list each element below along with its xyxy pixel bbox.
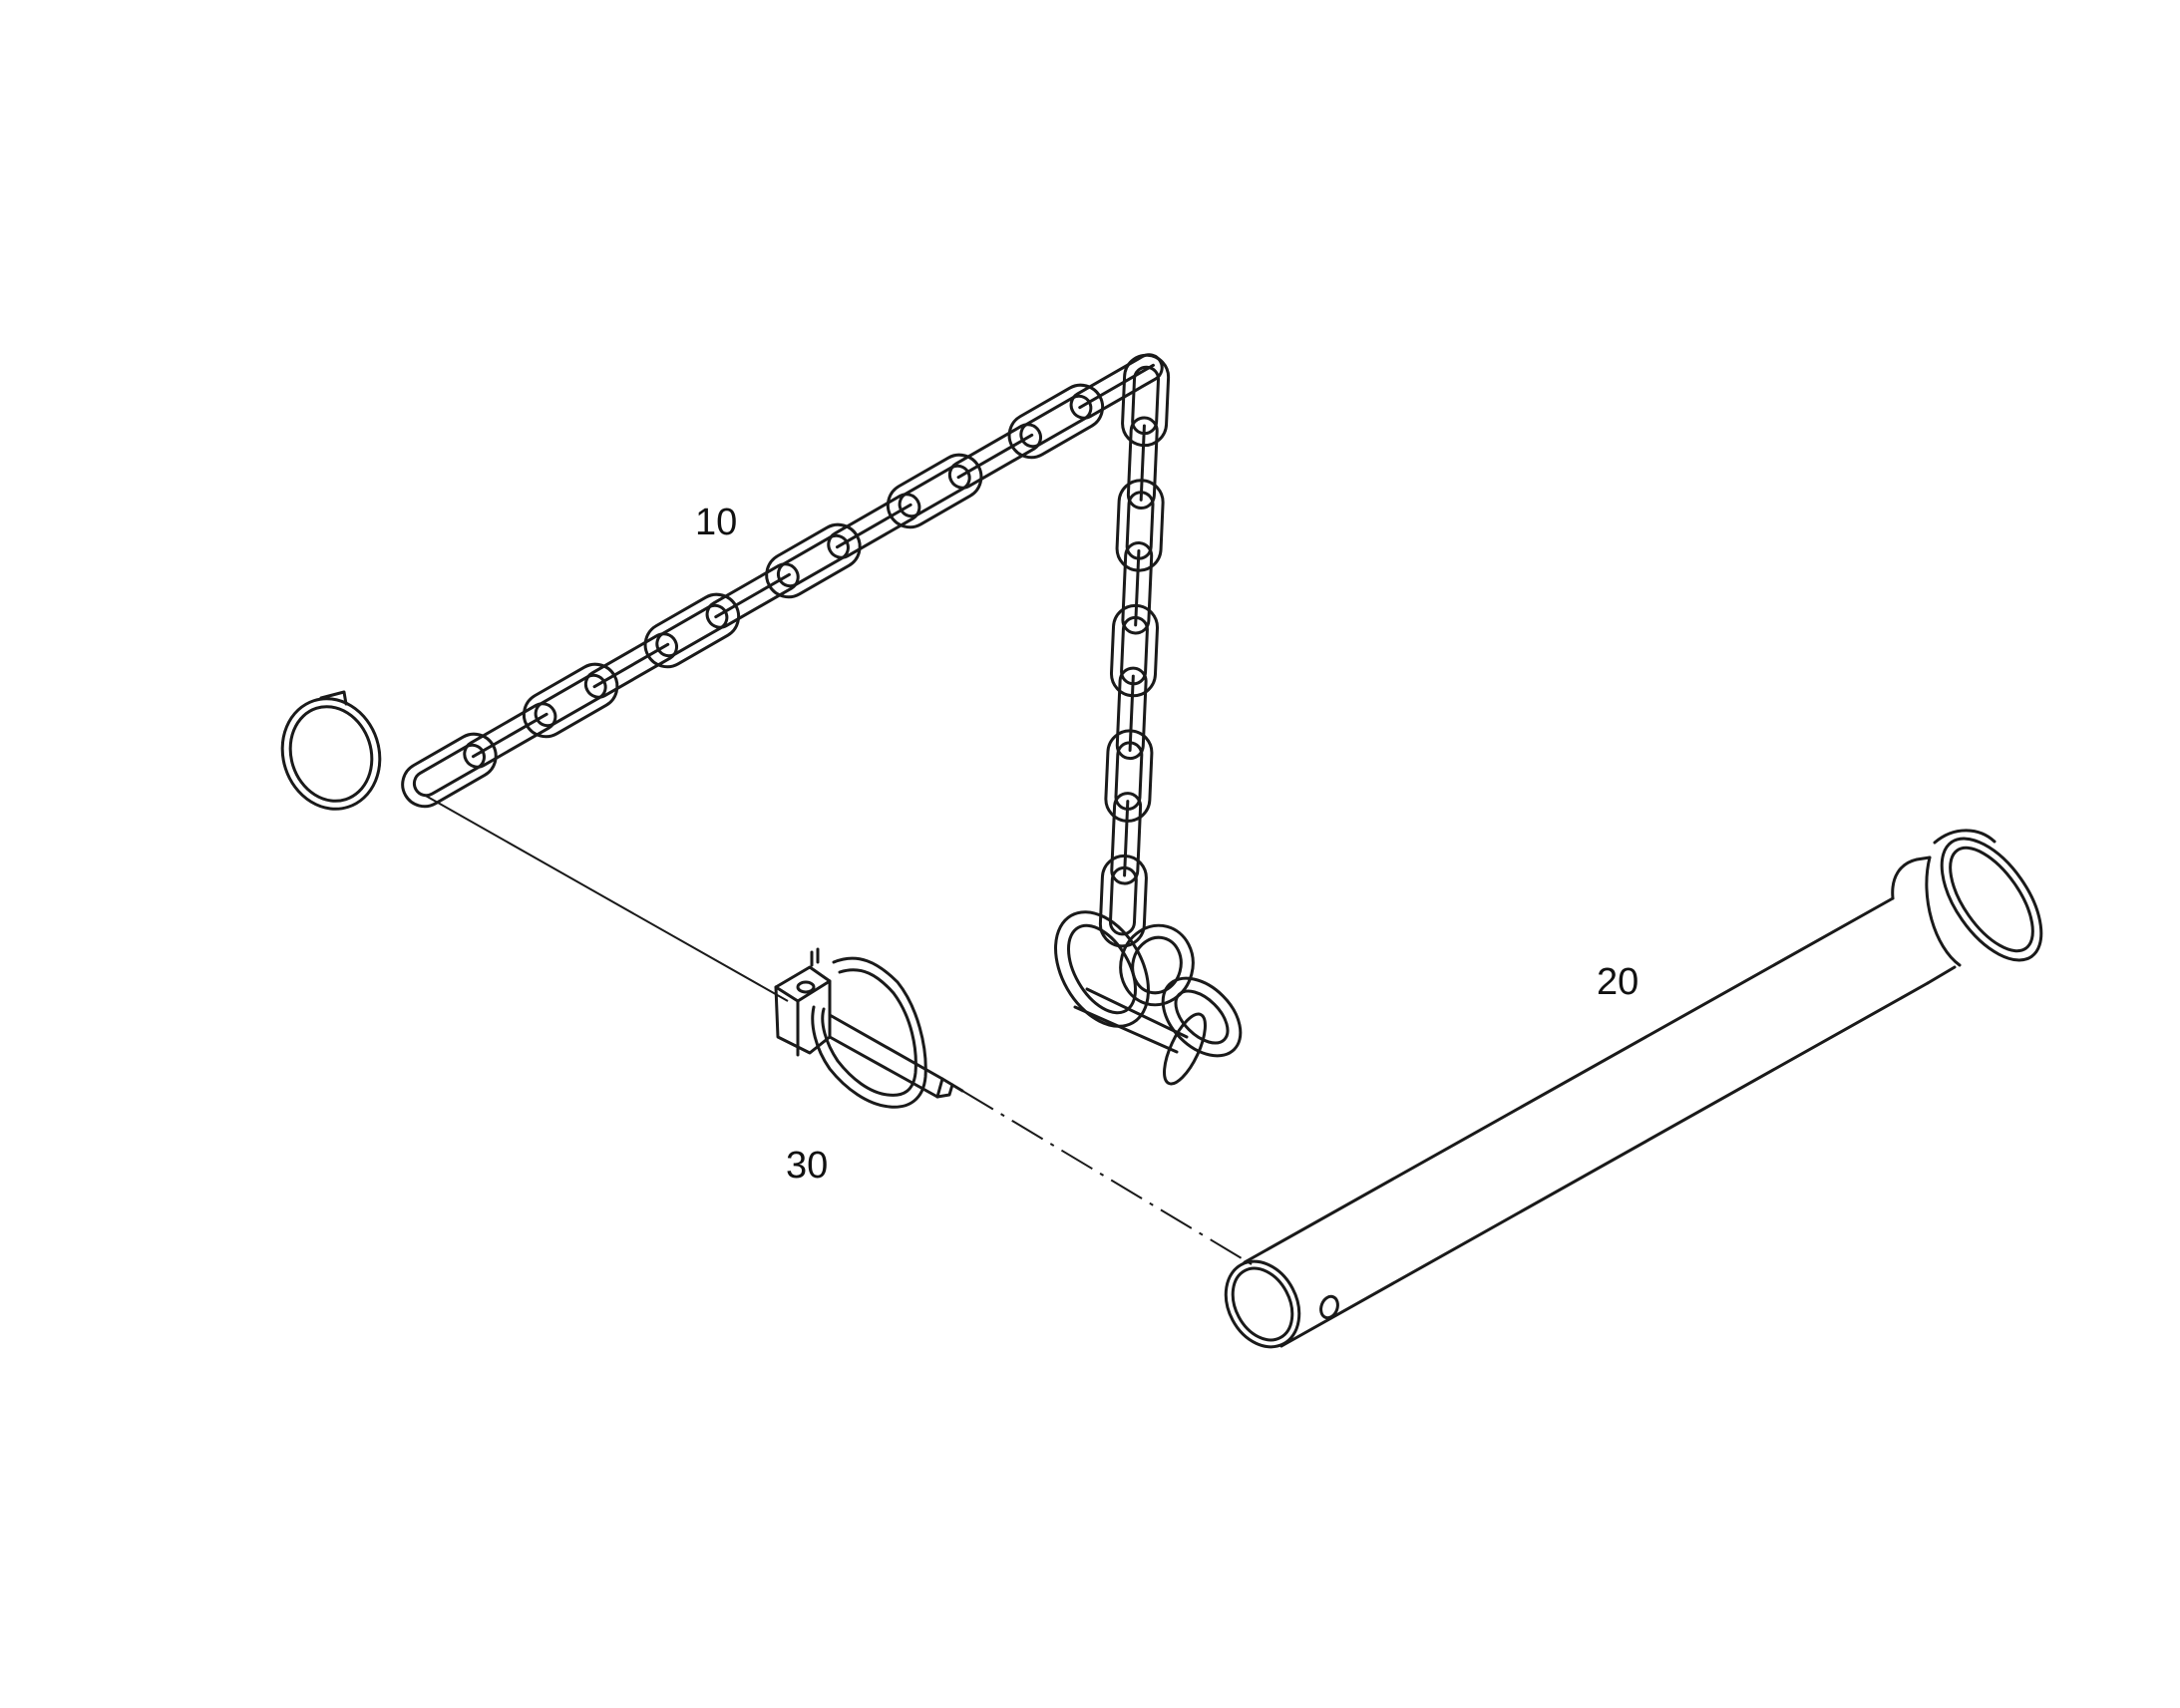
callout-10: 10 (695, 502, 738, 543)
chain-link (1110, 792, 1143, 885)
split-ring (280, 690, 382, 811)
chain-end-cluster (1054, 910, 1243, 1086)
lynch-pin-part-30 (774, 947, 964, 1109)
chain-link (1126, 416, 1159, 510)
chain-link (947, 423, 1042, 490)
chain-link (1121, 541, 1154, 635)
clevis-pin-part-20 (1224, 829, 2043, 1349)
callout-20: 20 (1597, 961, 1639, 1003)
chain-link (463, 702, 557, 769)
callout-30: 30 (786, 1145, 829, 1187)
assembly-line-pin (961, 1090, 1253, 1265)
chain-link (583, 632, 678, 699)
chain-link (643, 592, 741, 669)
chain-link (827, 493, 921, 559)
chain-link (522, 662, 619, 739)
assembly-line-chain (423, 794, 789, 1002)
chain-link (765, 522, 862, 599)
chain-link (1115, 666, 1148, 761)
chain-link (401, 732, 498, 809)
chain-link (886, 453, 983, 529)
chain-link (705, 562, 800, 629)
chain-link (1007, 383, 1105, 460)
chain-link (1098, 854, 1148, 948)
chain-part-10 (401, 353, 1171, 948)
